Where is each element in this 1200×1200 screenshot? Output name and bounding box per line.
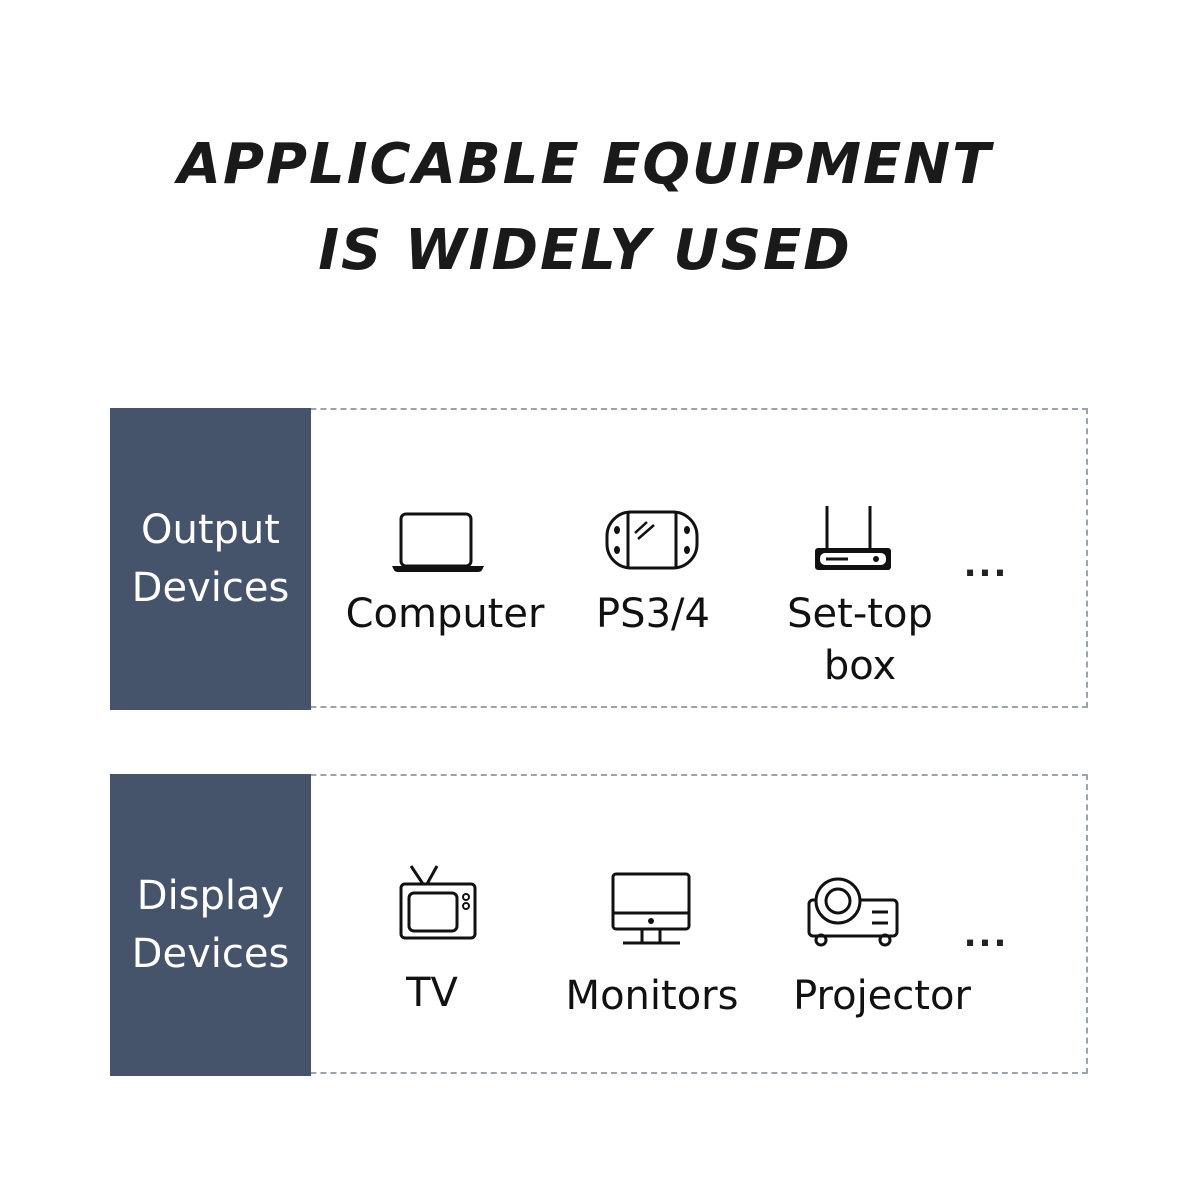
output-devices-panel [110, 408, 1088, 708]
heading-line-1: APPLICABLE EQUIPMENT [177, 132, 993, 197]
item-tv: TV [406, 970, 458, 1016]
heading-line-2: IS WIDELY USED [318, 218, 852, 283]
item-ps3-4: PS3/4 [596, 591, 710, 637]
label-line: Devices [131, 931, 290, 977]
display-devices-panel [110, 774, 1088, 1074]
game-console-icon [605, 510, 699, 570]
output-devices-label: Output Devices [110, 408, 311, 710]
item-monitors: Monitors [565, 973, 739, 1019]
item-projector: Projector [793, 973, 971, 1019]
display-devices-label: Display Devices [110, 774, 311, 1076]
label-line: Output [141, 507, 280, 553]
item-label-line: Set-top [787, 591, 933, 637]
label-line: Display [136, 873, 285, 919]
more-ellipsis: ... [963, 545, 1009, 585]
projector-icon [807, 877, 899, 947]
laptop-icon [392, 512, 484, 572]
more-ellipsis: ... [963, 915, 1009, 955]
monitor-icon [611, 872, 691, 945]
tv-icon [399, 865, 477, 940]
label-line: Devices [131, 565, 290, 611]
item-label-line: box [823, 643, 897, 689]
item-set-top-box: Set-top box [787, 588, 933, 692]
set-top-box-icon [815, 506, 891, 570]
item-computer: Computer [345, 591, 545, 637]
